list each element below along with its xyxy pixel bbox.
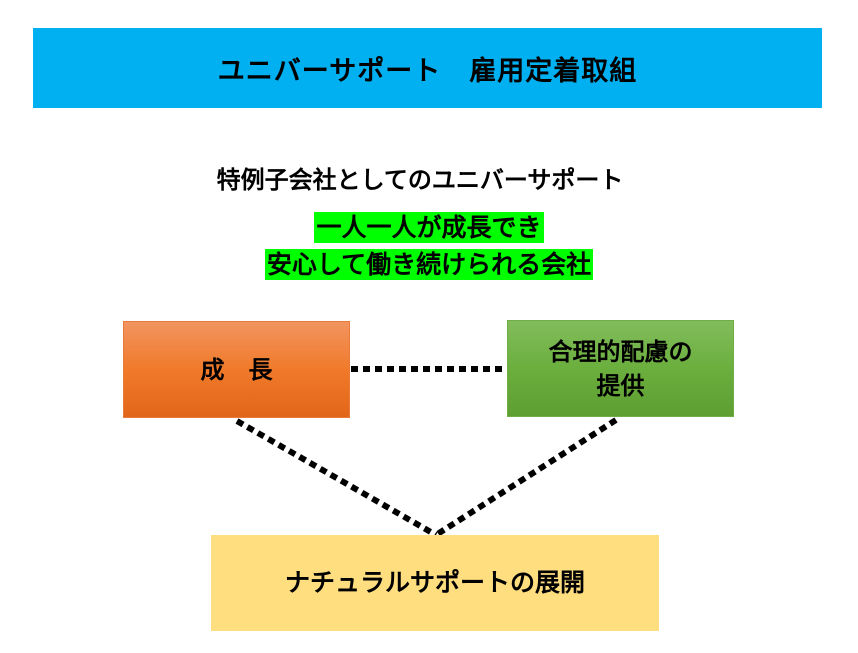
highlight-line-1: 一人一人が成長でき bbox=[314, 212, 544, 243]
natural-support-box: ナチュラルサポートの展開 bbox=[211, 535, 659, 631]
connector-growth-natural bbox=[235, 418, 438, 538]
growth-box: 成 長 bbox=[123, 321, 350, 418]
accommodation-label-2: 提供 bbox=[596, 371, 645, 400]
subtitle: 特例子会社としてのユニバーサポート bbox=[216, 166, 624, 194]
accommodation-label-1: 合理的配慮の bbox=[548, 337, 693, 366]
highlight-line-2: 安心して働き続けられる会社 bbox=[264, 249, 594, 280]
growth-label: 成 長 bbox=[200, 355, 273, 384]
connector-accommodation-natural bbox=[434, 417, 618, 538]
title-banner: ユニバーサポート 雇用定着取組 bbox=[33, 28, 822, 108]
natural-support-label: ナチュラルサポートの展開 bbox=[284, 568, 585, 597]
accommodation-box: 合理的配慮の 提供 bbox=[507, 320, 734, 417]
title-text: ユニバーサポート 雇用定着取組 bbox=[217, 55, 638, 87]
